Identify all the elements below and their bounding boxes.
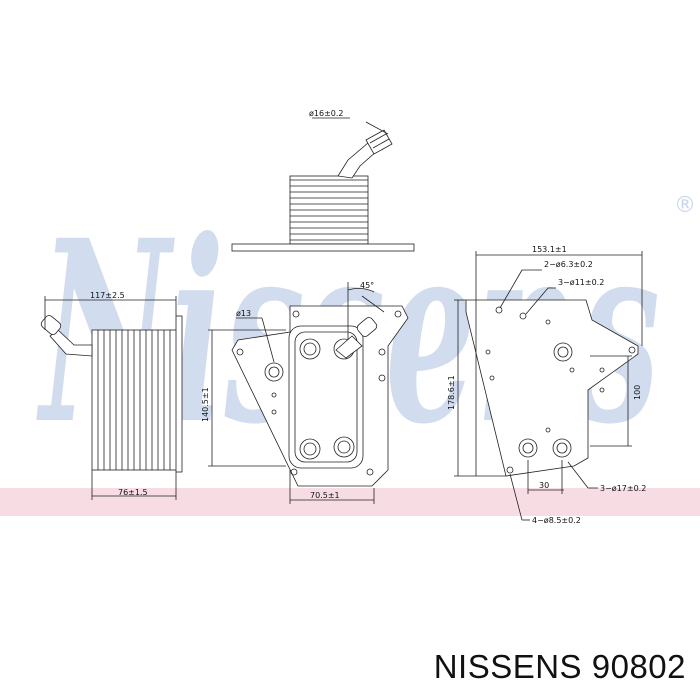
caption-brand: NISSENS bbox=[433, 648, 583, 685]
dim-holes-small: 2−ø6.3±0.2 bbox=[544, 260, 593, 269]
dim-side-length: 117±2.5 bbox=[90, 291, 125, 300]
dim-angle: 45° bbox=[360, 281, 374, 290]
side-view bbox=[40, 296, 183, 500]
dim-holes-medium: 3−ø11±0.2 bbox=[558, 278, 604, 287]
dim-port-spacing: 100 bbox=[633, 385, 642, 400]
right-view bbox=[454, 251, 643, 521]
dim-pipe-diameter: ø16±0.2 bbox=[309, 109, 344, 118]
dim-front-height: 140.5±1 bbox=[201, 387, 210, 422]
dim-side-width: 76±1.5 bbox=[118, 488, 148, 497]
dim-port-distance: 30 bbox=[539, 481, 549, 490]
dim-holes-large: 3−ø17±0.2 bbox=[600, 484, 646, 493]
dim-front-width: 70.5±1 bbox=[310, 491, 340, 500]
dim-overall-height: 178.6±1 bbox=[447, 375, 456, 410]
dim-overall-width: 153.1±1 bbox=[532, 245, 567, 254]
line-art bbox=[40, 117, 643, 521]
dim-mount-holes: 4−ø8.5±0.2 bbox=[532, 516, 581, 525]
part-caption: NISSENS 90802 bbox=[434, 648, 686, 686]
registered-mark: ® bbox=[674, 193, 696, 218]
front-view bbox=[208, 282, 409, 504]
dim-hole-diameter: ø13 bbox=[236, 309, 251, 318]
caption-part-number: 90802 bbox=[591, 648, 686, 685]
top-view bbox=[231, 117, 415, 252]
pink-band bbox=[0, 488, 700, 516]
